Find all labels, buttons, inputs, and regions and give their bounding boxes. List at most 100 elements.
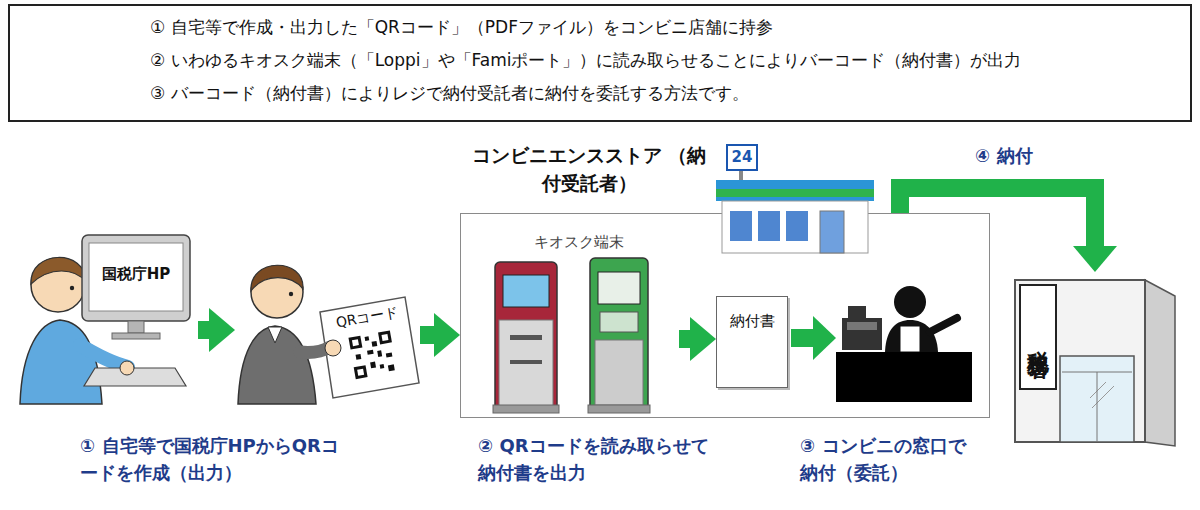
- tax-office-building: [1015, 280, 1175, 446]
- kiosk-terminal-red: [503, 275, 549, 307]
- person-with-paper: [365, 336, 370, 341]
- person-with-paper: [380, 364, 385, 369]
- cashier-counter: [842, 318, 882, 350]
- flow-arrow: [900, 188, 1117, 272]
- cashier-counter: [836, 352, 972, 402]
- computer-icon: [84, 368, 186, 386]
- note-line: ① 自宅等で作成・出力した「QRコード」（PDFファイル）をコンビニ店舗に持参: [150, 16, 1180, 39]
- store-building-icon: [716, 197, 874, 201]
- cashier-counter: [885, 320, 938, 352]
- computer-icon: [128, 321, 144, 333]
- person-with-paper: [377, 350, 382, 357]
- kiosk-terminal-green: [590, 258, 648, 412]
- kiosk-terminal-green: [598, 272, 640, 304]
- person-with-paper: [320, 297, 419, 398]
- person-with-paper: [367, 350, 374, 355]
- store-building-icon: [716, 189, 874, 197]
- flow-arrow: [679, 317, 716, 361]
- cashier-counter: [836, 286, 972, 402]
- qr-paper: QRコード: [235, 232, 420, 407]
- store-building-icon: [730, 211, 752, 241]
- kiosk-terminal-green: [600, 312, 638, 332]
- arrow-head: [690, 317, 716, 361]
- computer-icon: [120, 361, 134, 375]
- tax-office-building: [1090, 382, 1106, 398]
- person-with-paper: [356, 354, 362, 360]
- kiosk-terminal-red: [510, 335, 542, 340]
- store-building-icon: [758, 211, 780, 241]
- person-with-paper: [325, 340, 341, 356]
- payment-slip: 納付書: [716, 296, 788, 388]
- person-with-paper: [251, 266, 303, 318]
- arrow-shaft: [900, 188, 1095, 248]
- step-caption: ② QRコードを読み取らせて納付書を出力: [478, 432, 710, 486]
- tax-office-building: [1097, 372, 1098, 442]
- step-caption: ③ コンビニの窓口で納付（委託）: [800, 432, 982, 486]
- person-with-paper: [386, 353, 393, 358]
- person-at-computer: [80, 345, 128, 367]
- store-building-icon: [786, 211, 808, 241]
- person-with-paper: [382, 334, 389, 341]
- arrow-head: [209, 308, 235, 352]
- arrow-head: [434, 313, 460, 357]
- flow-arrow: [813, 316, 836, 360]
- computer-icon: [112, 333, 160, 339]
- person-with-paper: [388, 364, 395, 371]
- person-with-paper: [352, 339, 359, 346]
- office-sign: 税務署: [1019, 284, 1057, 390]
- arrow-head: [1073, 246, 1117, 272]
- kiosk-group: キオスク端末: [479, 232, 679, 417]
- person-with-paper: [370, 362, 376, 369]
- person-with-paper: [289, 292, 293, 296]
- computer-icon: [89, 243, 183, 311]
- kiosk-terminal-red: [493, 262, 559, 413]
- person-with-paper: [357, 369, 364, 376]
- person-with-paper: [238, 326, 316, 404]
- edge-label: ④ 納付: [975, 144, 1085, 168]
- person-with-paper: [348, 336, 362, 350]
- store-heading: コンビニエンスストア （納付受託者）: [469, 142, 709, 197]
- person-with-paper: [378, 331, 392, 345]
- note-line: ② いわゆるキオスク端末（「Loppi」や「Famiポート」）に読み取らせること…: [150, 49, 1180, 72]
- kiosk-terminal-red: [493, 405, 559, 413]
- person-with-paper: [238, 265, 419, 404]
- kiosk-terminal-red: [499, 320, 553, 406]
- kiosk-terminal-red: [495, 262, 557, 412]
- store-building-icon: [820, 211, 844, 253]
- store-building-icon: [727, 145, 757, 170]
- computer-screen: 国税庁HP: [18, 228, 198, 408]
- kiosk-terminal-green: [588, 258, 650, 413]
- tax-office: 税務署: [1010, 272, 1180, 447]
- kiosk-terminal-green: [595, 340, 643, 405]
- person-with-paper: [268, 327, 282, 343]
- kiosk-heading: キオスク端末: [479, 232, 679, 252]
- cashier-counter: [847, 322, 877, 330]
- screen-text: 国税庁HP: [88, 264, 184, 284]
- note-line: ③ バーコード（納付書）によりレジで納付受託者に納付を委託する方法です。: [150, 82, 1180, 105]
- person-with-paper: [372, 341, 378, 347]
- store-building-icon: [716, 145, 874, 253]
- computer-icon: [82, 235, 190, 386]
- person-with-paper: [354, 365, 368, 379]
- person-with-paper: [251, 265, 303, 291]
- tax-office-building: [1015, 280, 1145, 442]
- tax-office-building: [1145, 280, 1175, 446]
- cashier-counter: [894, 286, 926, 318]
- person-with-paper: [348, 331, 397, 380]
- store-sign-number: 24: [727, 147, 757, 168]
- step-caption: ① 自宅等で国税庁HPからQRコードを作成（出力）: [80, 432, 342, 486]
- flow-arrow: [791, 316, 836, 360]
- store-building-icon: [722, 201, 868, 253]
- note-box: ① 自宅等で作成・出力した「QRコード」（PDFファイル）をコンビニ店舗に持参 ②…: [8, 4, 1192, 122]
- store-building-icon: [716, 180, 874, 189]
- slip-text: 納付書: [717, 311, 787, 331]
- person-at-computer: [31, 257, 86, 284]
- cashier-counter: [900, 326, 920, 352]
- flow-arrow: [791, 329, 815, 347]
- tax-office-building: [1092, 386, 1114, 408]
- computer-icon: [82, 235, 190, 321]
- kiosk-terminal-red: [510, 360, 542, 364]
- flow-arrow: [420, 313, 460, 357]
